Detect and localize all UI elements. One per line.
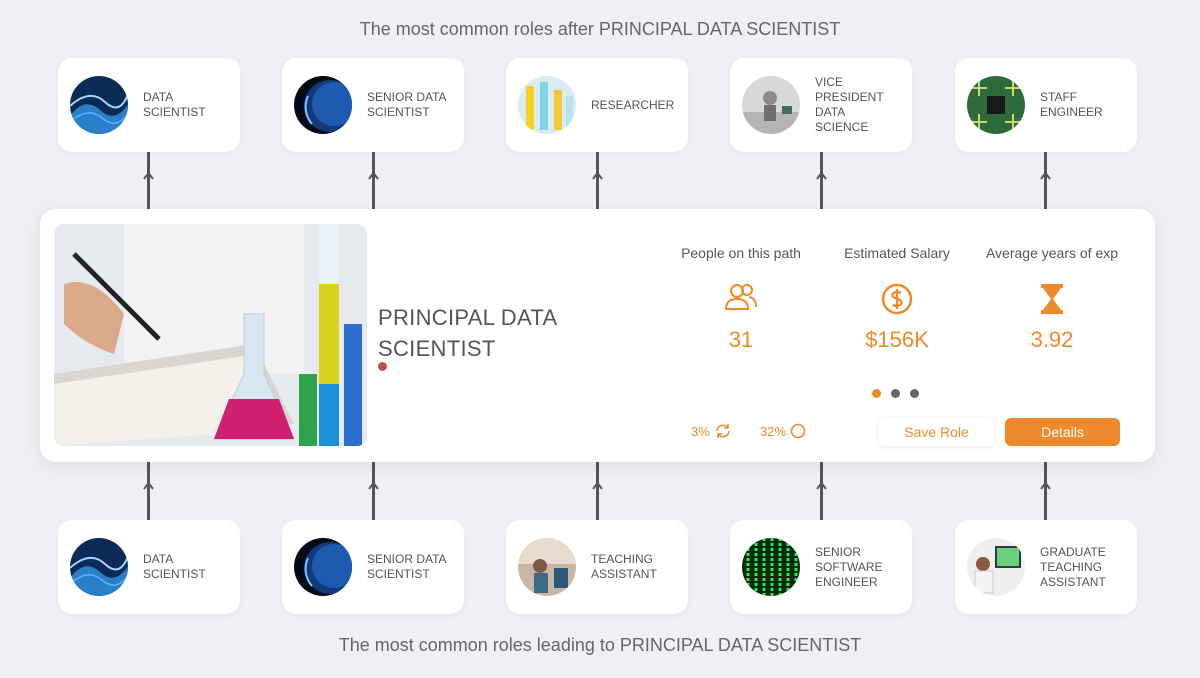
- next-role-card-researcher[interactable]: RESEARCHER: [506, 58, 688, 152]
- pager-dot[interactable]: [891, 389, 900, 398]
- arrow-up-icon: [368, 171, 379, 180]
- arrow-up-icon: [1040, 171, 1051, 180]
- refresh-icon: [715, 424, 730, 438]
- next-role-card-data-scientist[interactable]: DATA SCIENTIST: [58, 58, 240, 152]
- stat-experience: Average years of exp 3.92: [977, 245, 1127, 353]
- connector-line: [147, 462, 150, 520]
- role-label: STAFF ENGINEER: [1040, 90, 1103, 119]
- previous-role-card-graduate-teaching-assistant[interactable]: GRADUATE TEACHING ASSISTANT: [955, 520, 1137, 614]
- lab-tubes-thumbnail: [518, 76, 576, 134]
- office-thumbnail: [742, 76, 800, 134]
- classroom-thumbnail: [518, 538, 576, 596]
- role-label: RESEARCHER: [591, 97, 675, 112]
- role-label: TEACHING ASSISTANT: [591, 552, 657, 581]
- data-viz-thumbnail: [70, 76, 128, 134]
- code-matrix-thumbnail: [742, 538, 800, 596]
- role-label: SENIOR DATA SCIENTIST: [367, 90, 447, 119]
- stat-value: $156K: [865, 327, 929, 352]
- metric-change: 3%: [691, 423, 732, 439]
- stat-label: Average years of exp: [985, 245, 1119, 261]
- previous-role-card-senior-software-engineer[interactable]: SENIOR SOFTWARE ENGINEER: [730, 520, 912, 614]
- circuit-board-thumbnail: [967, 76, 1025, 134]
- connector-line: [1044, 462, 1047, 520]
- next-role-card-senior-data-scientist[interactable]: SENIOR DATA SCIENTIST: [282, 58, 464, 152]
- stat-value: 3.92: [1030, 327, 1074, 352]
- metric-value: 3%: [691, 423, 710, 439]
- pager-dot-active[interactable]: [872, 389, 881, 398]
- connector-line: [372, 152, 375, 209]
- circle-icon: [790, 423, 806, 439]
- role-label: SENIOR DATA SCIENTIST: [367, 552, 447, 581]
- connector-line: [820, 152, 823, 209]
- next-role-card-vp-data-science[interactable]: VICE PRESIDENT DATA SCIENCE: [730, 58, 912, 152]
- hourglass-icon: [977, 283, 1127, 317]
- role-label: GRADUATE TEACHING ASSISTANT: [1040, 544, 1106, 589]
- lab-photo: [54, 224, 367, 446]
- stat-salary: Estimated Salary $156K: [822, 245, 972, 353]
- status-dot: [378, 362, 387, 371]
- dollar-icon: [822, 283, 972, 317]
- arrow-up-icon: [816, 481, 827, 490]
- arrow-up-icon: [143, 481, 154, 490]
- current-role-card: PRINCIPAL DATA SCIENTIST People on this …: [40, 209, 1155, 462]
- connector-line: [1044, 152, 1047, 209]
- role-label: DATA SCIENTIST: [143, 90, 206, 119]
- next-role-card-staff-engineer[interactable]: STAFF ENGINEER: [955, 58, 1137, 152]
- people-icon: [666, 283, 816, 317]
- next-roles-heading: The most common roles after PRINCIPAL DA…: [359, 19, 841, 39]
- previous-role-card-data-scientist[interactable]: DATA SCIENTIST: [58, 520, 240, 614]
- role-label: DATA SCIENTIST: [143, 552, 206, 581]
- previous-role-card-teaching-assistant[interactable]: TEACHING ASSISTANT: [506, 520, 688, 614]
- connector-line: [147, 152, 150, 209]
- pager-dot[interactable]: [910, 389, 919, 398]
- arrow-up-icon: [368, 481, 379, 490]
- metric-share: 32%: [760, 423, 806, 439]
- stat-label: Estimated Salary: [844, 245, 950, 261]
- stat-label: People on this path: [681, 245, 801, 261]
- connector-line: [372, 462, 375, 520]
- role-label: VICE PRESIDENT DATA SCIENCE: [815, 75, 884, 134]
- connector-line: [820, 462, 823, 520]
- connector-line: [596, 462, 599, 520]
- arrow-up-icon: [816, 171, 827, 180]
- save-role-button[interactable]: Save Role: [879, 418, 994, 446]
- stat-value: 31: [728, 327, 754, 352]
- planet-thumbnail: [294, 538, 352, 596]
- metric-value: 32%: [760, 423, 787, 439]
- computer-lab-thumbnail: [967, 538, 1025, 596]
- current-role-title: PRINCIPAL DATA SCIENTIST: [378, 305, 557, 361]
- carousel-pager: [872, 389, 919, 398]
- planet-thumbnail: [294, 76, 352, 134]
- data-viz-thumbnail: [70, 538, 128, 596]
- previous-roles-heading: The most common roles leading to PRINCIP…: [338, 635, 862, 655]
- stat-people: People on this path 31: [666, 245, 816, 353]
- details-button[interactable]: Details: [1005, 418, 1120, 446]
- arrow-up-icon: [592, 171, 603, 180]
- connector-line: [596, 152, 599, 209]
- previous-role-card-senior-data-scientist[interactable]: SENIOR DATA SCIENTIST: [282, 520, 464, 614]
- arrow-up-icon: [1040, 481, 1051, 490]
- role-label: SENIOR SOFTWARE ENGINEER: [815, 544, 883, 589]
- arrow-up-icon: [592, 481, 603, 490]
- arrow-up-icon: [143, 171, 154, 180]
